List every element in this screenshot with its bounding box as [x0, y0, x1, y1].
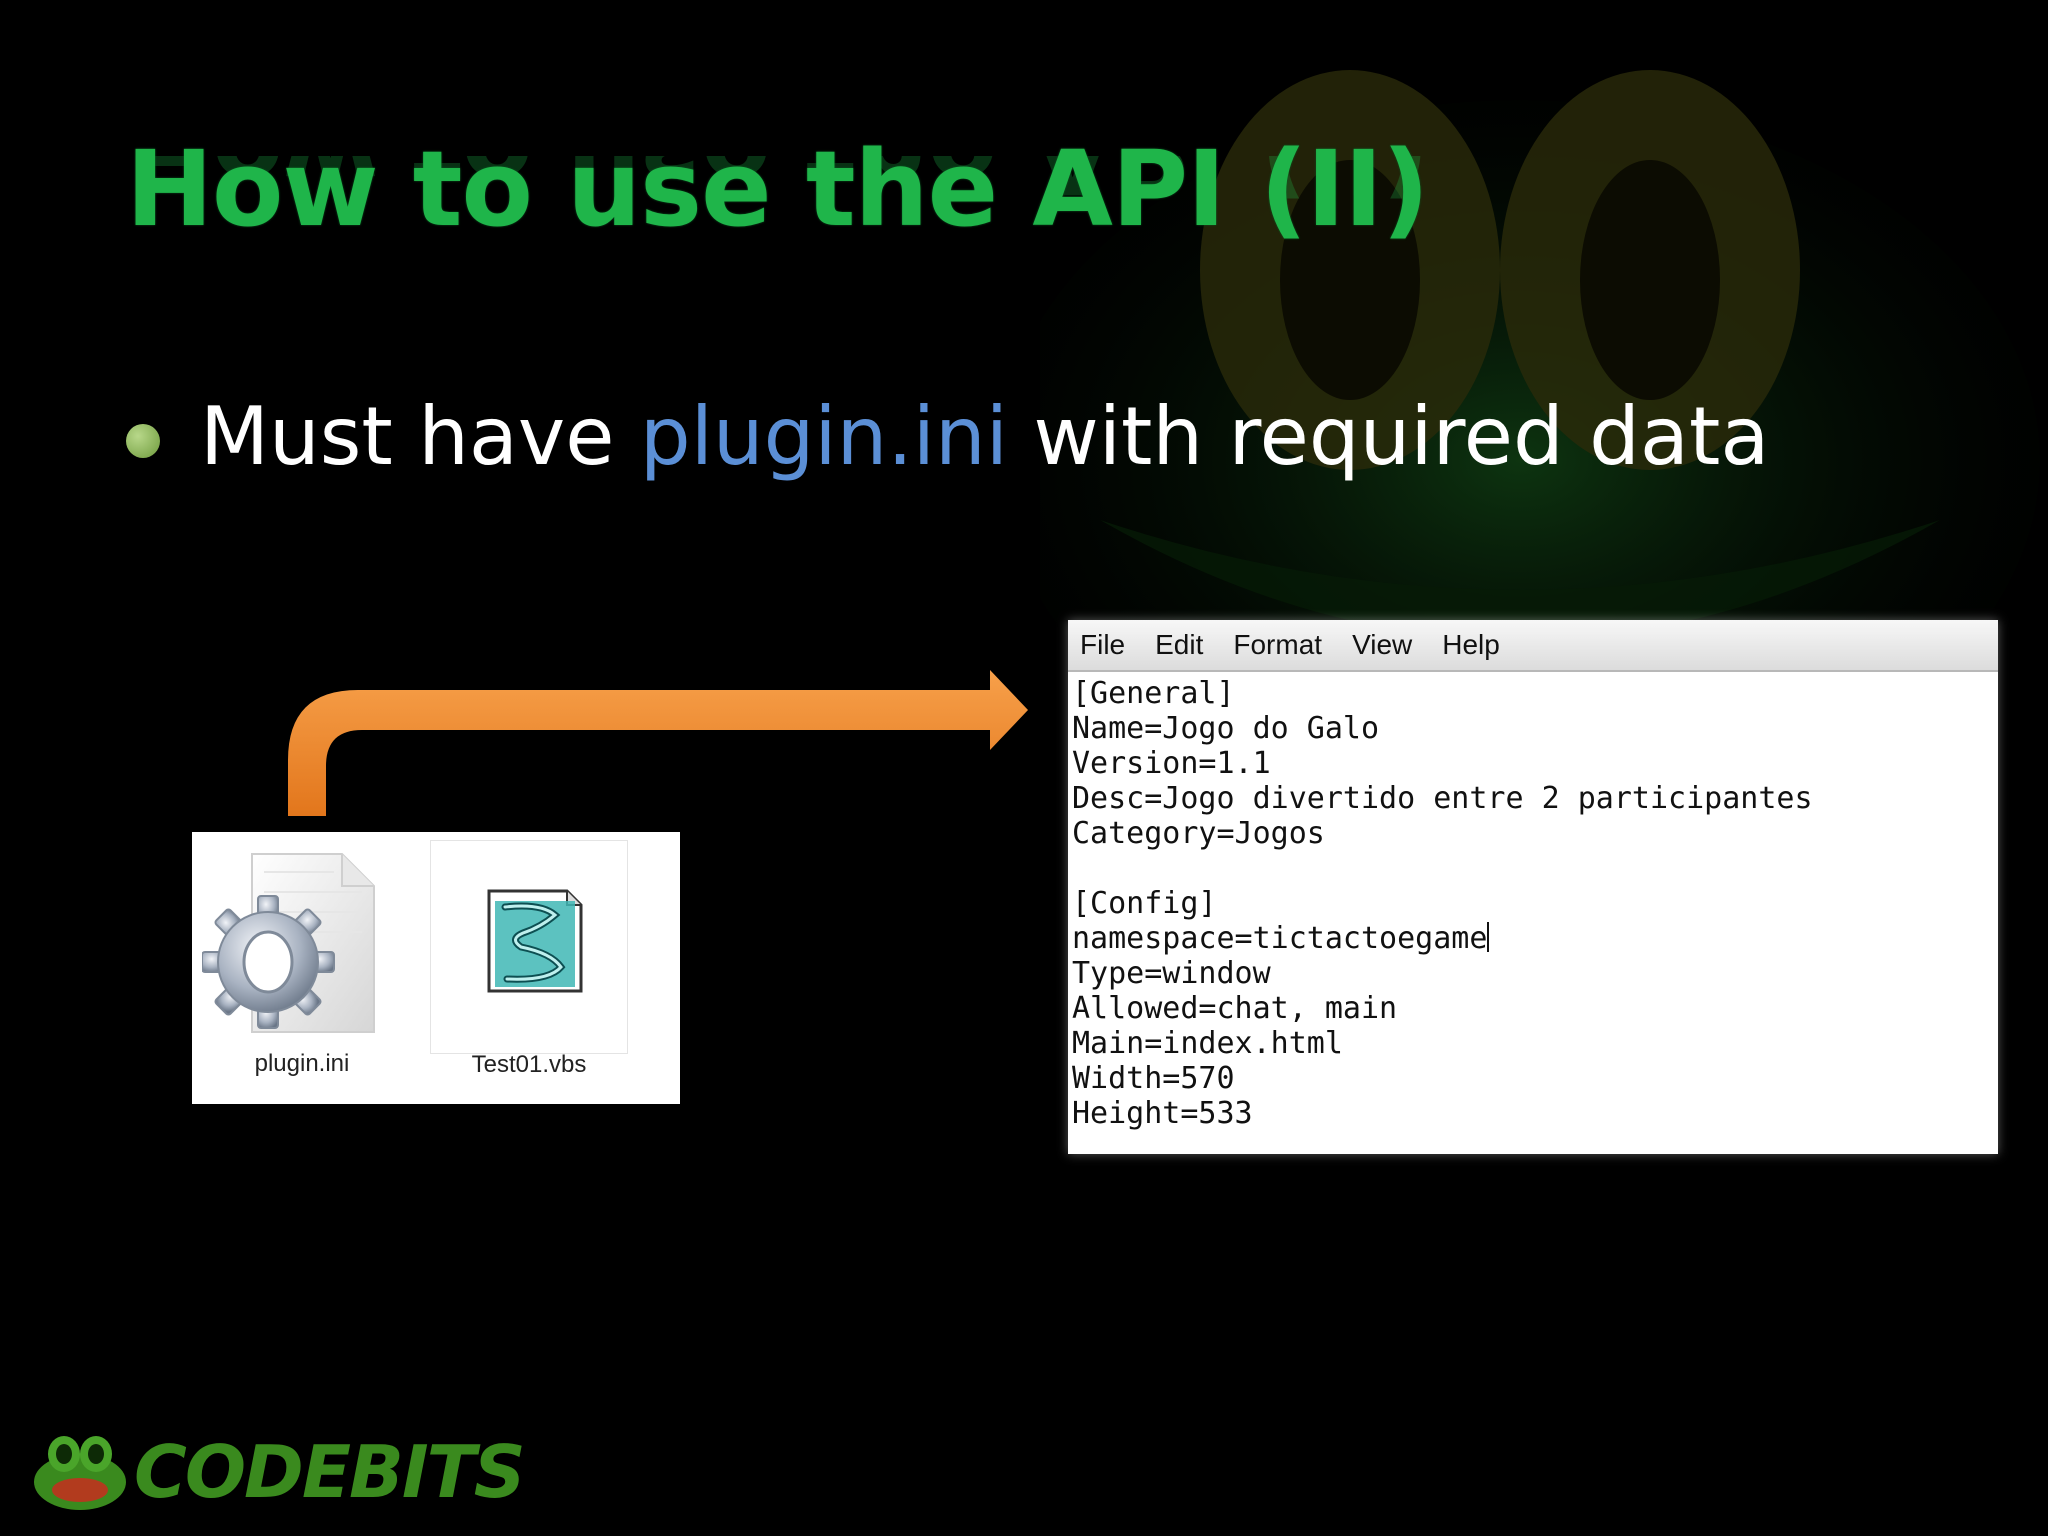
- text-line: Desc=Jogo divertido entre 2 participante…: [1072, 781, 1813, 816]
- text-line: Type=window: [1072, 956, 1271, 991]
- text-editor-area[interactable]: [General] Name=Jogo do Galo Version=1.1 …: [1068, 672, 1998, 1131]
- script-file-icon: [487, 889, 583, 993]
- codebits-logo: CODEBITS: [30, 1426, 526, 1516]
- menu-help[interactable]: Help: [1442, 629, 1500, 660]
- file-item-plugin-ini[interactable]: plugin.ini: [202, 832, 402, 1104]
- bullet-text-highlight: plugin.ini: [639, 390, 1008, 483]
- text-line: Width=570: [1072, 1061, 1235, 1096]
- file-label: plugin.ini: [254, 1050, 350, 1077]
- text-line: [Config]: [1072, 886, 1217, 921]
- frog-mascot-background: [1040, 70, 2040, 760]
- text-line: Version=1.1: [1072, 746, 1271, 781]
- text-line: [1072, 851, 1998, 886]
- text-line: namespace=tictactoegame: [1072, 921, 1488, 956]
- text-line: Allowed=chat, main: [1072, 991, 1398, 1026]
- bullet-text: Must have plugin.ini with required data: [200, 390, 1769, 483]
- menu-file[interactable]: File: [1080, 629, 1126, 660]
- file-explorer: plugin.ini Test01.vbs: [192, 832, 680, 1104]
- file-label: Test01.vbs: [471, 1051, 587, 1078]
- bullet-text-after: with required data: [1007, 390, 1770, 483]
- frog-logo-icon: [34, 1436, 126, 1510]
- text-line: [General]: [1072, 676, 1235, 711]
- text-line: Main=index.html: [1072, 1026, 1343, 1061]
- page-title: How to use the API (II): [126, 128, 1429, 250]
- menu-view[interactable]: View: [1352, 629, 1413, 660]
- arrow-icon: [288, 670, 1028, 816]
- notepad-window: File Edit Format View Help [General] Nam…: [1068, 620, 1998, 1154]
- menu-format[interactable]: Format: [1233, 629, 1323, 660]
- menu-edit[interactable]: Edit: [1155, 629, 1204, 660]
- bullet-icon: [126, 424, 160, 458]
- logo-text: CODEBITS: [134, 1430, 526, 1514]
- text-line: Name=Jogo do Galo: [1072, 711, 1380, 746]
- text-caret: [1487, 922, 1490, 952]
- text-line-with-caret: namespace=tictactoegame: [1072, 921, 1998, 956]
- menu-bar: File Edit Format View Help: [1068, 620, 1998, 672]
- text-line: Category=Jogos: [1072, 816, 1325, 851]
- text-line: Height=533: [1072, 1096, 1253, 1131]
- settings-file-icon: [202, 853, 375, 1033]
- bullet-text-before: Must have: [200, 390, 640, 483]
- file-item-test01-vbs[interactable]: Test01.vbs: [430, 840, 628, 1078]
